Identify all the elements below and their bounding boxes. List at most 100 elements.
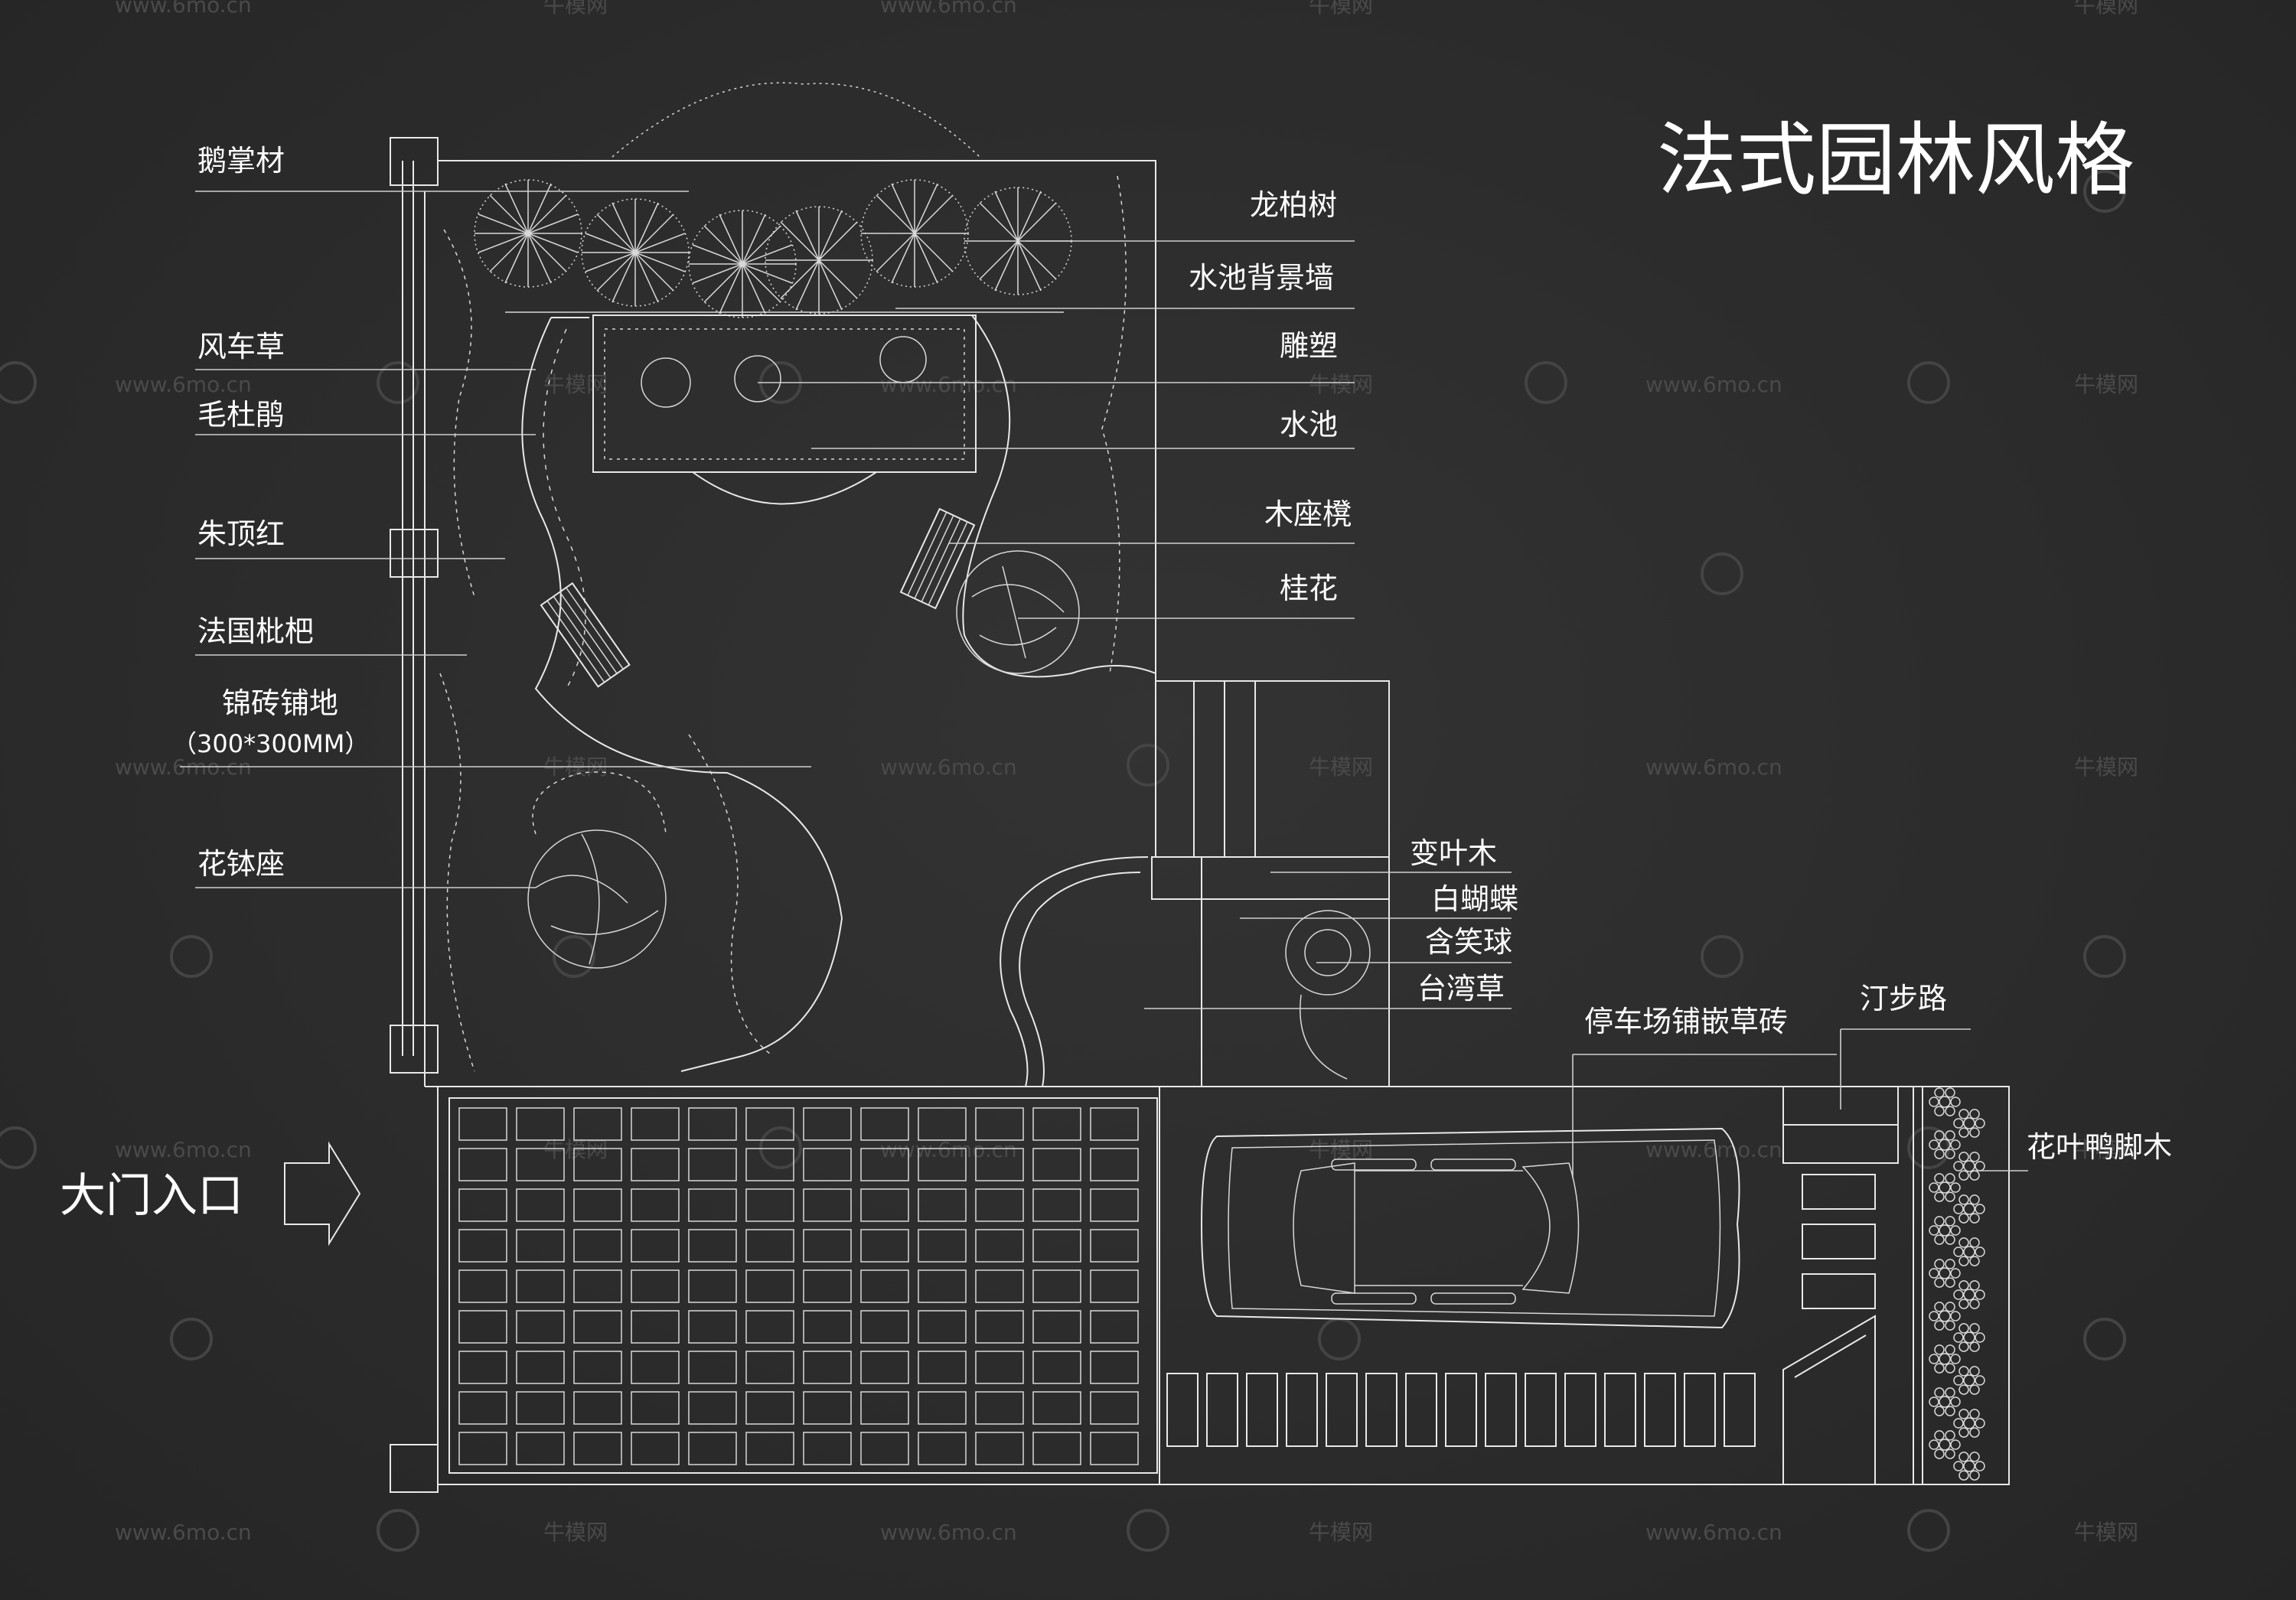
paving-tile bbox=[803, 1107, 852, 1141]
paving-tile bbox=[458, 1148, 507, 1181]
fence bbox=[390, 137, 439, 1493]
watermark-layer: www.6mo.cn www.6mo.cn 牛模网 牛模网 牛模网 www.6m… bbox=[0, 0, 2138, 1552]
grass-brick bbox=[1684, 1373, 1716, 1447]
paving-tile bbox=[1090, 1351, 1139, 1384]
watermark-brand: 牛模网 bbox=[1309, 1520, 1373, 1545]
paving-tile bbox=[1032, 1148, 1081, 1181]
watermark-site: www.6mo.cn bbox=[880, 1520, 1017, 1545]
label-shui-chi-bei-jing-qiang: 水池背景墙 bbox=[1189, 261, 1334, 295]
watermark-brand: 牛模网 bbox=[543, 1137, 608, 1162]
schefflera-shrub-icon bbox=[1953, 1109, 1985, 1138]
grass-brick bbox=[1326, 1373, 1358, 1447]
paving-tile bbox=[1090, 1148, 1139, 1181]
paving-tile bbox=[458, 1188, 507, 1222]
watermark-brand: 牛模网 bbox=[543, 1520, 608, 1545]
paving-tile bbox=[918, 1107, 967, 1141]
paving-tile bbox=[1090, 1391, 1139, 1425]
paving-tile bbox=[745, 1432, 794, 1465]
watermark-brand: 牛模网 bbox=[2074, 754, 2138, 780]
schefflera-shrub-icon bbox=[1929, 1173, 1961, 1202]
entrance-arrow-icon bbox=[284, 1141, 361, 1246]
label-long-bai-shu: 龙柏树 bbox=[1250, 188, 1337, 222]
entrance-label: 大门入口 bbox=[60, 1169, 243, 1223]
paving-tile bbox=[573, 1229, 622, 1263]
grass-brick bbox=[1206, 1373, 1238, 1447]
paving-tile bbox=[745, 1351, 794, 1384]
label-han-xiao-qiu: 含笑球 bbox=[1425, 925, 1512, 959]
paving-tile bbox=[803, 1351, 852, 1384]
paving-tile bbox=[631, 1391, 680, 1425]
site-plan-linework bbox=[284, 82, 2010, 1493]
paving-tile bbox=[745, 1229, 794, 1263]
paving-tile bbox=[1032, 1188, 1081, 1222]
watermark-site: www.6mo.cn bbox=[115, 0, 252, 18]
paving-tile bbox=[745, 1310, 794, 1344]
tree-icon bbox=[474, 179, 582, 288]
paving-tile bbox=[860, 1188, 909, 1222]
paving-tile bbox=[631, 1269, 680, 1303]
parking-area bbox=[1159, 1086, 2010, 1485]
schefflera-shrub-icon bbox=[1929, 1259, 1961, 1288]
grass-brick bbox=[1644, 1373, 1676, 1447]
paving-tile bbox=[803, 1432, 852, 1465]
schefflera-shrub-icon bbox=[1953, 1323, 1985, 1352]
watermark-brand: 牛模网 bbox=[1309, 754, 1373, 780]
watermark-brand: 牛模网 bbox=[2074, 0, 2138, 18]
paving-tile bbox=[688, 1432, 737, 1465]
grass-brick bbox=[1246, 1373, 1278, 1447]
paving-tile bbox=[918, 1229, 967, 1263]
label-hua-bo-zuo: 花钵座 bbox=[197, 847, 285, 881]
label-tai-wan-cao: 台湾草 bbox=[1417, 972, 1505, 1005]
paving-tile bbox=[975, 1188, 1024, 1222]
paving-tile bbox=[458, 1351, 507, 1384]
watermark-brand: 牛模网 bbox=[1309, 1137, 1373, 1162]
paving-tile bbox=[458, 1310, 507, 1344]
paving-tile bbox=[573, 1391, 622, 1425]
grass-brick-row bbox=[1166, 1373, 1756, 1447]
planter-box bbox=[1201, 899, 1390, 1087]
paving-tile bbox=[860, 1148, 909, 1181]
tree-icon bbox=[765, 206, 873, 314]
schefflera-shrub-icon bbox=[1929, 1302, 1961, 1331]
paving-tile bbox=[516, 1107, 565, 1141]
paving-tile bbox=[860, 1310, 909, 1344]
paving-tile bbox=[631, 1107, 680, 1141]
paving-tile bbox=[516, 1269, 565, 1303]
label-gui-hua: 桂花 bbox=[1280, 572, 1338, 605]
shrub-mass bbox=[443, 229, 475, 598]
shrub-border bbox=[543, 328, 586, 689]
osmanthus-tree-icon bbox=[956, 550, 1080, 674]
paving-tile bbox=[516, 1148, 565, 1181]
paving-tile bbox=[458, 1391, 507, 1425]
paving-tile bbox=[860, 1432, 909, 1465]
paving-tile bbox=[975, 1391, 1024, 1425]
label-mao-du-juan: 毛杜鹃 bbox=[197, 398, 285, 432]
label-diao-su: 雕塑 bbox=[1280, 329, 1338, 363]
bench-right bbox=[899, 507, 976, 610]
paving-tile bbox=[918, 1432, 967, 1465]
right-annotations: 龙柏树 水池背景墙 雕塑 水池 木座櫈 桂花 变叶木 白蝴蝶 含笑球 台湾草 停… bbox=[1189, 188, 2172, 1164]
watermark-site: www.6mo.cn bbox=[880, 754, 1017, 780]
paving-tile bbox=[458, 1107, 507, 1141]
tree-icon bbox=[860, 179, 969, 288]
flower-pot-base-icon bbox=[527, 771, 667, 969]
paving-tile bbox=[516, 1229, 565, 1263]
label-jin-zhuan-size: （300*300MM） bbox=[172, 729, 369, 758]
paving-tile bbox=[688, 1310, 737, 1344]
paving-tile bbox=[458, 1269, 507, 1303]
entry-steps bbox=[1151, 680, 1390, 900]
schefflera-shrub-icon bbox=[1929, 1430, 1961, 1459]
paving-tile bbox=[688, 1229, 737, 1263]
paving-tile bbox=[631, 1432, 680, 1465]
dragon-cypress-row bbox=[474, 179, 1072, 318]
paving-tile bbox=[458, 1432, 507, 1465]
watermark-brand: 牛模网 bbox=[1309, 372, 1373, 397]
fence-post bbox=[390, 1444, 439, 1493]
schefflera-shrub-icon bbox=[1929, 1387, 1961, 1416]
paving-tile bbox=[745, 1269, 794, 1303]
fence-post bbox=[390, 529, 439, 578]
winding-path-outline bbox=[521, 317, 843, 1072]
label-ting-bu-lu: 汀步路 bbox=[1860, 982, 1947, 1015]
grass-brick bbox=[1525, 1373, 1557, 1447]
